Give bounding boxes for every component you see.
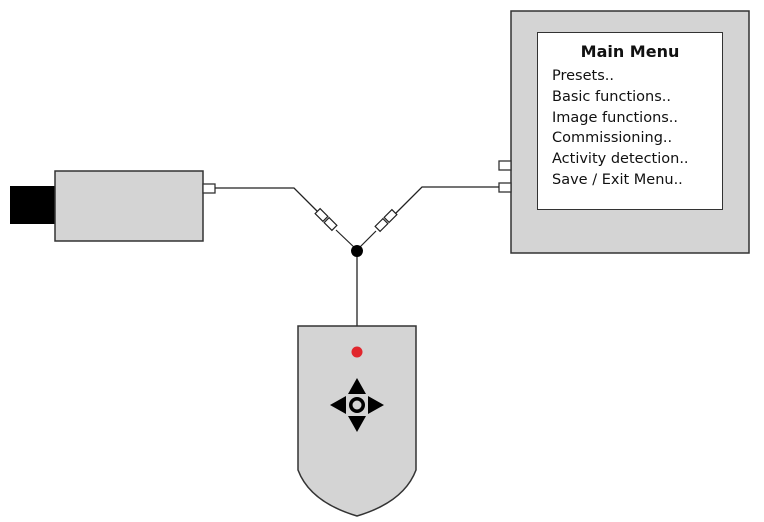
cable-junction <box>351 245 363 257</box>
red-indicator-led-icon <box>351 346 363 358</box>
monitor-connector-bottom <box>498 182 512 193</box>
menu-item-commissioning[interactable]: Commissioning.. <box>552 130 673 147</box>
left-cable-coupler <box>314 207 358 251</box>
menu-item-image-functions[interactable]: Image functions.. <box>552 109 679 126</box>
camera <box>10 170 216 242</box>
camera-body <box>54 170 204 242</box>
menu-list: Presets.. Basic functions.. Image functi… <box>552 66 722 191</box>
menu-title: Main Menu <box>580 42 680 61</box>
monitor-cable <box>393 186 499 216</box>
cables <box>215 186 499 326</box>
remote-control <box>297 325 417 517</box>
camera-lens <box>10 186 58 224</box>
menu-item-basic-functions[interactable]: Basic functions.. <box>552 88 672 105</box>
main-menu-screen: Main Menu Presets.. Basic functions.. Im… <box>537 32 723 210</box>
monitor-connector-top <box>498 160 512 171</box>
right-cable-coupler <box>356 208 398 251</box>
camera-cable <box>215 187 321 215</box>
camera-connector <box>202 183 216 194</box>
menu-item-activity-detection[interactable]: Activity detection.. <box>552 151 689 168</box>
menu-item-presets[interactable]: Presets.. <box>552 68 614 84</box>
menu-item-save-exit[interactable]: Save / Exit Menu.. <box>552 171 683 188</box>
four-way-arrow-icon[interactable] <box>330 378 384 432</box>
